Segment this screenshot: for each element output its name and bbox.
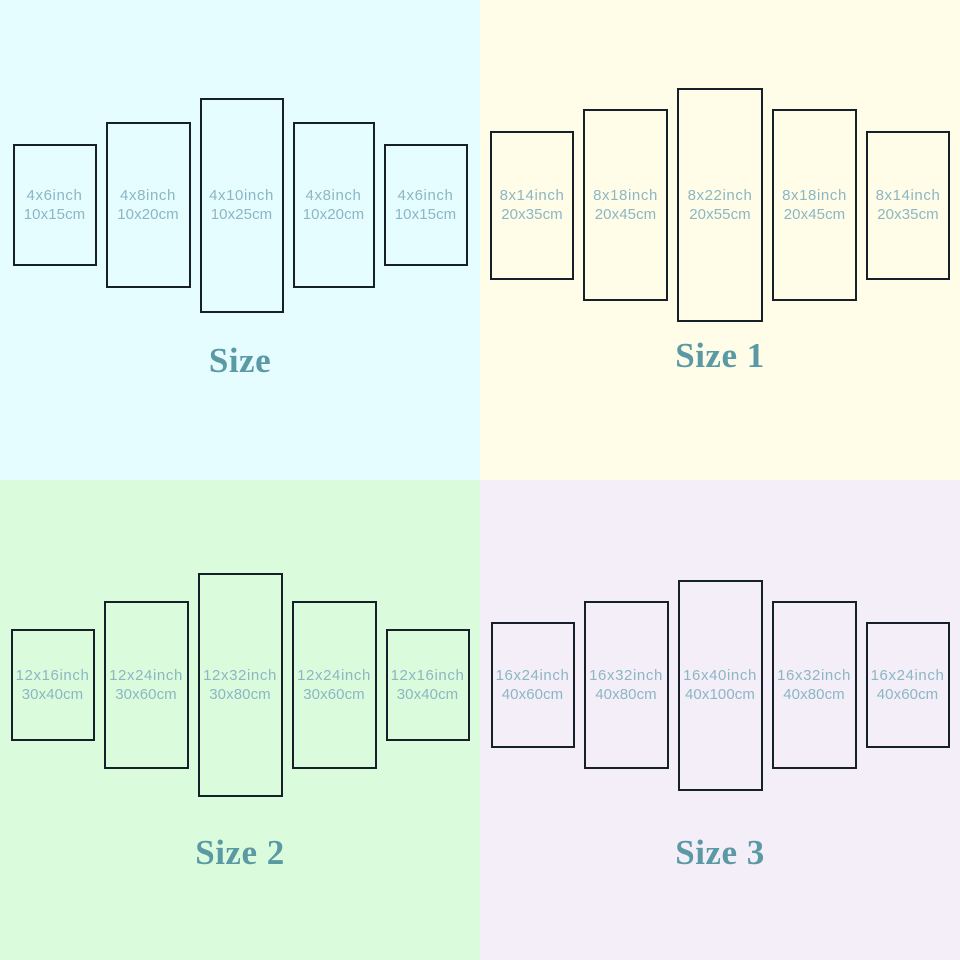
canvas-panel[interactable]: 16x32inch 40x80cm <box>583 601 669 769</box>
canvas-panel[interactable]: 12x24inch 30x60cm <box>103 601 189 769</box>
canvas-panel[interactable]: 4x10inch 10x25cm <box>199 97 284 313</box>
panel-size-label: 8x14inch 20x35cm <box>500 186 565 224</box>
panel-size-label: 12x24inch 30x60cm <box>297 666 371 704</box>
panel-row: 8x14inch 20x35cm 8x18inch 20x45cm 8x22inch 20… <box>480 0 960 410</box>
canvas-panel[interactable]: 16x32inch 40x80cm <box>771 601 857 769</box>
panel-size-label: 12x24inch 30x60cm <box>109 666 183 704</box>
panel-size-cm: 20x45cm <box>783 206 846 223</box>
panel-size-cm: 10x20cm <box>302 206 365 223</box>
canvas-panel[interactable]: 12x16inch 30x40cm <box>385 629 470 741</box>
panel-size-cm: 10x15cm <box>394 206 457 223</box>
canvas-panel[interactable]: 8x18inch 20x45cm <box>583 109 668 301</box>
panel-size-label: 16x40inch 40x100cm <box>683 666 757 704</box>
panel-size-inch: 4x8inch <box>305 186 362 204</box>
canvas-panel[interactable]: 12x16inch 30x40cm <box>10 629 95 741</box>
panel-size-cm: 40x100cm <box>684 686 756 703</box>
size-variant-title: Size 3 <box>675 833 765 872</box>
panel-size-label: 12x16inch 30x40cm <box>391 666 465 704</box>
canvas-panel[interactable]: 8x14inch 20x35cm <box>490 130 574 280</box>
panel-size-inch: 8x14inch <box>875 186 941 204</box>
canvas-panel[interactable]: 16x24inch 40x60cm <box>490 622 575 748</box>
panel-size-label: 4x10inch 10x25cm <box>209 186 274 224</box>
size-variant-quadrant-1[interactable]: 4x6inch 10x15cm 4x8inch 10x20cm 4x10inch 10x2… <box>0 0 480 480</box>
panel-size-inch: 4x8inch <box>120 186 176 204</box>
size-variant-quadrant-2[interactable]: 8x14inch 20x35cm 8x18inch 20x45cm 8x22inch 20… <box>480 0 960 480</box>
panel-size-label: 4x8inch 10x20cm <box>117 186 179 224</box>
panel-row: 4x6inch 10x15cm 4x8inch 10x20cm 4x10inch 10x2… <box>0 0 480 410</box>
panel-size-inch: 8x18inch <box>593 186 658 204</box>
panel-size-inch: 8x14inch <box>499 186 565 204</box>
panel-size-cm: 30x60cm <box>115 686 177 703</box>
panel-size-inch: 16x32inch <box>589 666 663 684</box>
canvas-panel[interactable]: 12x24inch 30x60cm <box>291 601 377 769</box>
panel-size-cm: 40x60cm <box>501 686 564 703</box>
panel-size-cm: 20x45cm <box>594 206 657 223</box>
panel-size-label: 16x24inch 40x60cm <box>496 666 570 704</box>
canvas-panel[interactable]: 8x18inch 20x45cm <box>772 109 857 301</box>
size-variant-title: Size 2 <box>195 833 285 872</box>
panel-size-label: 12x16inch 30x40cm <box>16 666 90 704</box>
panel-size-cm: 10x15cm <box>23 206 86 223</box>
panel-size-inch: 4x6inch <box>26 186 83 204</box>
panel-size-inch: 16x32inch <box>777 666 851 684</box>
canvas-panel[interactable]: 4x6inch 10x15cm <box>12 144 97 266</box>
panel-size-label: 8x14inch 20x35cm <box>876 186 941 224</box>
canvas-panel[interactable]: 4x8inch 10x20cm <box>105 122 191 288</box>
canvas-panel[interactable]: 8x14inch 20x35cm <box>866 130 950 280</box>
panel-size-inch: 16x24inch <box>870 666 945 684</box>
canvas-panel[interactable]: 16x24inch 40x60cm <box>865 622 950 748</box>
panel-size-cm: 40x60cm <box>876 686 939 703</box>
panel-size-cm: 10x20cm <box>117 206 179 223</box>
size-variant-quadrant-3[interactable]: 12x16inch 30x40cm 12x24inch 30x60cm 12x32inc… <box>0 480 480 960</box>
canvas-panel[interactable]: 4x6inch 10x15cm <box>383 144 468 266</box>
panel-size-cm: 20x35cm <box>501 206 563 223</box>
panel-size-inch: 12x16inch <box>390 666 465 684</box>
panel-size-cm: 20x55cm <box>689 206 751 223</box>
panel-size-cm: 40x80cm <box>783 686 845 703</box>
panel-size-inch: 4x10inch <box>209 186 274 204</box>
size-variant-title: Size 1 <box>675 336 765 375</box>
panel-size-inch: 8x22inch <box>687 186 753 204</box>
canvas-panel[interactable]: 4x8inch 10x20cm <box>292 122 375 288</box>
canvas-panel[interactable]: 12x32inch 30x80cm <box>197 573 283 797</box>
panel-row: 16x24inch 40x60cm 16x32inch 40x80cm 16x40inc… <box>480 480 960 890</box>
panel-size-label: 8x18inch 20x45cm <box>593 186 658 224</box>
panel-size-label: 8x18inch 20x45cm <box>782 186 847 224</box>
panel-size-inch: 12x24inch <box>297 666 371 684</box>
panel-size-label: 8x22inch 20x55cm <box>688 186 753 224</box>
panel-size-inch: 8x18inch <box>782 186 847 204</box>
panel-size-cm: 30x40cm <box>396 686 459 703</box>
panel-size-label: 16x32inch 40x80cm <box>777 666 851 704</box>
panel-size-label: 16x32inch 40x80cm <box>589 666 663 704</box>
panel-row: 12x16inch 30x40cm 12x24inch 30x60cm 12x32inc… <box>0 480 480 890</box>
panel-size-inch: 16x40inch <box>683 666 757 684</box>
canvas-panel[interactable]: 16x40inch 40x100cm <box>677 579 763 791</box>
panel-size-label: 4x6inch 10x15cm <box>24 186 86 224</box>
panel-size-cm: 30x60cm <box>303 686 365 703</box>
panel-size-cm: 30x40cm <box>21 686 84 703</box>
panel-size-label: 16x24inch 40x60cm <box>871 666 945 704</box>
panel-size-cm: 30x80cm <box>209 686 271 703</box>
panel-size-inch: 12x32inch <box>203 666 277 684</box>
size-variant-title: Size <box>208 341 272 380</box>
panel-size-inch: 4x6inch <box>397 186 454 204</box>
size-variant-quadrant-4[interactable]: 16x24inch 40x60cm 16x32inch 40x80cm 16x40inc… <box>480 480 960 960</box>
panel-size-label: 4x8inch 10x20cm <box>303 186 365 224</box>
panel-size-cm: 10x25cm <box>210 206 273 223</box>
panel-size-label: 4x6inch 10x15cm <box>395 186 457 224</box>
panel-size-inch: 12x24inch <box>109 666 183 684</box>
panel-size-inch: 12x16inch <box>15 666 90 684</box>
panel-size-cm: 40x80cm <box>595 686 657 703</box>
canvas-panel[interactable]: 8x22inch 20x55cm <box>677 88 763 322</box>
panel-size-cm: 20x35cm <box>877 206 939 223</box>
panel-size-label: 12x32inch 30x80cm <box>203 666 277 704</box>
panel-size-inch: 16x24inch <box>495 666 570 684</box>
